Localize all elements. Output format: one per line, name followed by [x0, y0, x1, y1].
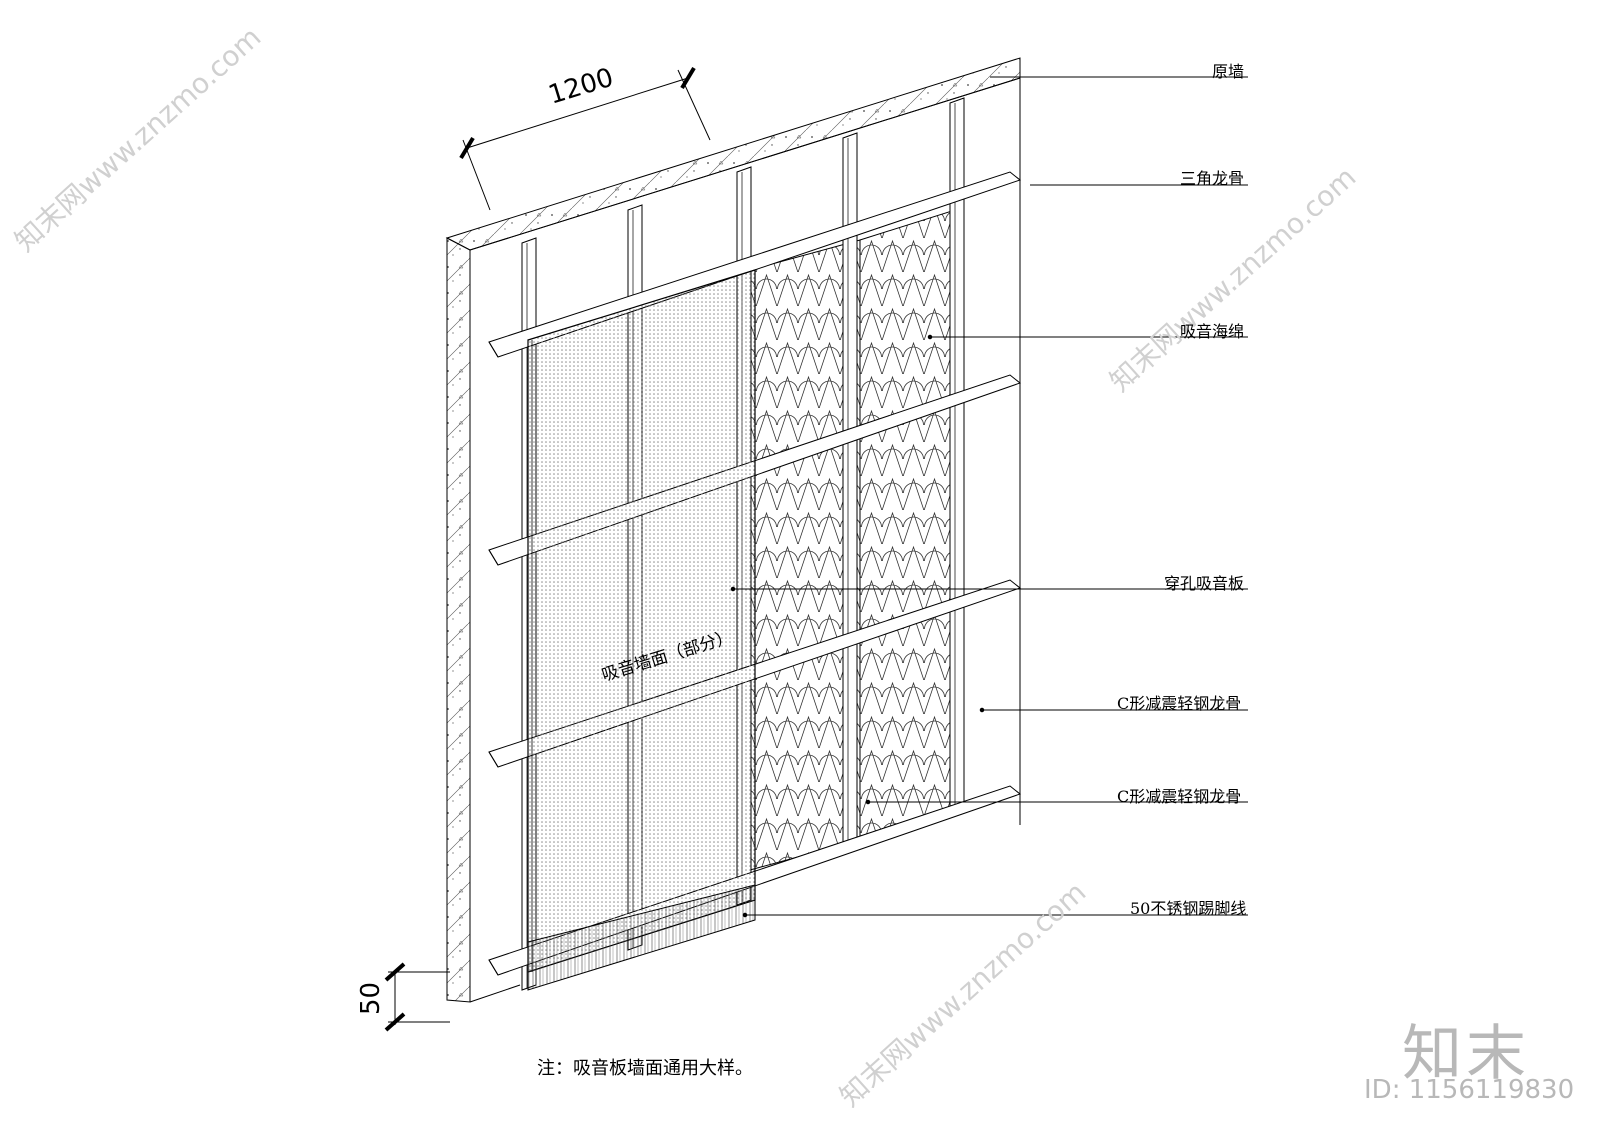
label-sound-sponge: 吸音海绵 [1180, 322, 1245, 341]
label-original-wall: 原墙 [1212, 62, 1245, 81]
watermark-logo: 知末 [1402, 1019, 1530, 1089]
label-c-keel-1: C形减震轻钢龙骨 [1117, 694, 1242, 713]
label-skirting: 50不锈钢踢脚线 [1130, 899, 1247, 918]
leader-lines [730, 76, 1248, 918]
label-triangle-keel: 三角龙骨 [1180, 169, 1245, 188]
watermark-id: ID: 1156119830 [1364, 1075, 1575, 1105]
label-perforated-panel: 穿孔吸音板 [1164, 574, 1245, 593]
perforated-panel [527, 269, 756, 973]
skirting-board [527, 884, 756, 991]
dimension-height: 50 [356, 981, 386, 1015]
label-c-keel-2: C形减震轻钢龙骨 [1117, 787, 1242, 806]
drawing-note: 注：吸音板墙面通用大样。 [537, 1058, 753, 1079]
